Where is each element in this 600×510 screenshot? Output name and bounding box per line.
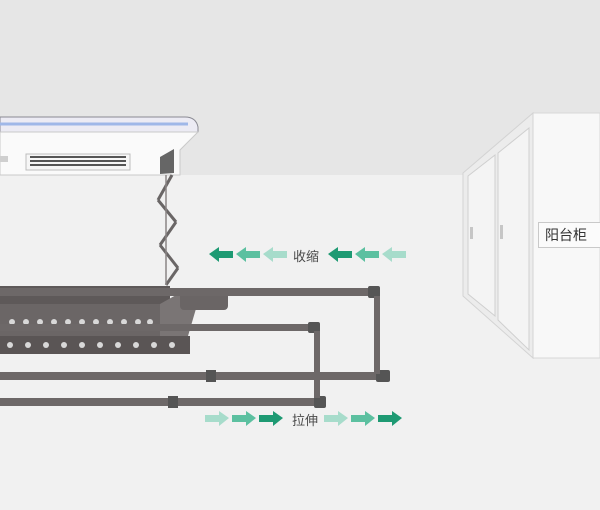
arrow-right-icon xyxy=(351,411,375,426)
retract-label: 收缩 xyxy=(293,250,320,265)
arrow-right-icon xyxy=(259,411,283,426)
arrow-right-icon xyxy=(205,411,229,426)
scissor-lift xyxy=(156,174,180,286)
arrow-right-icon xyxy=(378,411,402,426)
arrow-left-icon xyxy=(328,247,352,262)
arrow-left-icon xyxy=(355,247,379,262)
cabinet-label: 阳台柜 xyxy=(538,222,600,248)
arrow-left-icon xyxy=(382,247,406,262)
extend-label: 拉伸 xyxy=(292,414,319,429)
extend-arrows xyxy=(205,411,402,426)
arrow-left-icon xyxy=(209,247,233,262)
rack-holes xyxy=(7,319,175,348)
drying-rack xyxy=(0,286,228,354)
balcony-cabinet xyxy=(462,111,600,360)
arrow-right-icon xyxy=(324,411,348,426)
arrow-left-icon xyxy=(236,247,260,262)
ceiling-unit xyxy=(0,116,200,176)
retract-arrows xyxy=(209,247,406,262)
arrow-right-icon xyxy=(232,411,256,426)
arrow-left-icon xyxy=(263,247,287,262)
telescopic-rods xyxy=(0,286,390,408)
